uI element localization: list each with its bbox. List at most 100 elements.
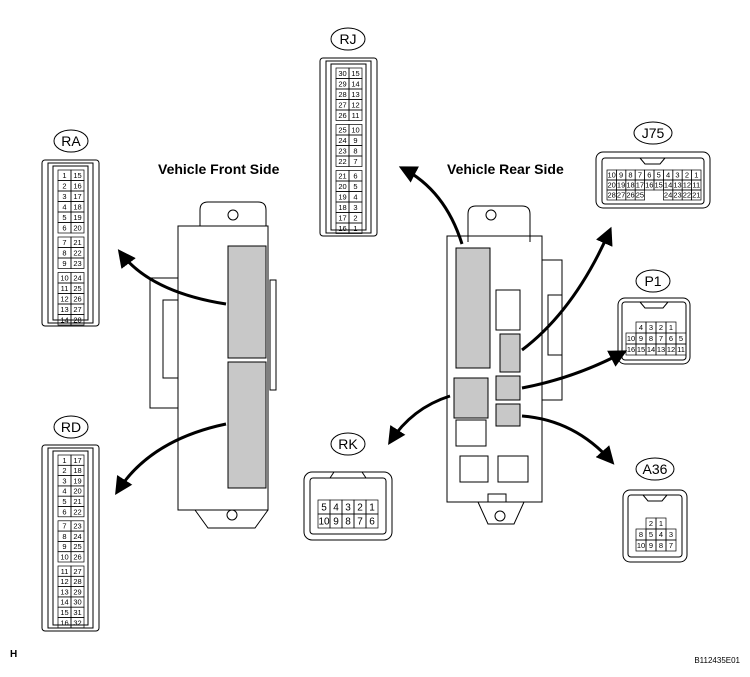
pin-number: 28: [608, 191, 616, 200]
pin-number: 18: [626, 181, 634, 190]
pin-number: 12: [60, 577, 68, 586]
pin-number: 14: [60, 315, 68, 324]
pin-number: 18: [73, 466, 81, 475]
pin-number: 4: [666, 171, 670, 180]
pin-number: 24: [73, 532, 81, 541]
pin-number: 7: [357, 517, 363, 528]
pin-number: 8: [345, 517, 351, 528]
pin-number: 10: [627, 334, 635, 343]
pin-number: 20: [338, 182, 346, 191]
pin-number: 8: [649, 334, 653, 343]
pin-number: 11: [61, 284, 69, 293]
pin-number: 12: [60, 294, 68, 303]
pin-number: 20: [608, 181, 616, 190]
pointer-arrows: [115, 166, 628, 496]
pin-number: 6: [369, 517, 375, 528]
pin-number: 29: [338, 79, 346, 88]
pin-number: 18: [338, 203, 346, 212]
pin-number: 4: [62, 487, 66, 496]
pin-number: 15: [60, 608, 68, 617]
pin-number: 27: [338, 100, 346, 109]
pin-number: 28: [73, 315, 81, 324]
pin-number: 10: [637, 541, 645, 550]
pin-cell: [348, 155, 363, 167]
pin-number: 26: [73, 552, 81, 561]
pin-number: 25: [636, 191, 644, 200]
label-J75: J75: [642, 125, 665, 141]
pin-number: 22: [73, 507, 81, 516]
pin-number: 14: [351, 79, 359, 88]
pin-number: 1: [353, 224, 357, 233]
pin-number: 19: [617, 181, 625, 190]
pin-number: 8: [62, 532, 66, 541]
connector-P1: [617, 297, 691, 365]
connector-RK: [303, 471, 393, 541]
connector-RA: [41, 159, 100, 327]
rear-junction-block: [446, 205, 563, 525]
pin-cell: [665, 539, 677, 552]
pin-number: 8: [639, 530, 643, 539]
pin-number: 21: [338, 171, 346, 180]
pin-number: 23: [673, 191, 681, 200]
pin-number: 11: [352, 111, 360, 120]
arrow-to-P1: [521, 350, 628, 390]
pin-number: 10: [351, 125, 359, 134]
pin-cell: [348, 109, 363, 121]
pin-cell: [634, 189, 645, 201]
pin-number: 28: [338, 90, 346, 99]
pin-number: 14: [60, 598, 68, 607]
pin-number: 2: [353, 213, 357, 222]
pin-number: 11: [692, 181, 700, 190]
figure-code: B112435E01: [694, 656, 740, 665]
pin-number: 6: [353, 171, 357, 180]
pin-number: 5: [62, 213, 66, 222]
pin-number: 26: [338, 111, 346, 120]
pin-number: 10: [318, 517, 330, 528]
pin-number: 25: [73, 542, 81, 551]
front-side-heading: Vehicle Front Side: [158, 161, 280, 177]
pin-cell: [70, 506, 85, 518]
pin-number: 3: [62, 192, 66, 201]
pin-number: 4: [639, 323, 643, 332]
pin-number: 20: [73, 487, 81, 496]
pin-number: 16: [627, 345, 635, 354]
pin-number: 6: [62, 507, 66, 516]
pin-number: 29: [73, 587, 81, 596]
pin-number: 11: [61, 567, 69, 576]
pin-number: 21: [73, 497, 81, 506]
pin-number: 30: [73, 598, 81, 607]
pin-number: 16: [338, 224, 346, 233]
pin-number: 15: [637, 345, 645, 354]
pin-number: 23: [73, 259, 81, 268]
arrow-to-RA: [117, 249, 227, 306]
pin-number: 2: [649, 519, 653, 528]
pin-number: 24: [338, 136, 346, 145]
pin-number: 27: [73, 567, 81, 576]
pin-number: 26: [73, 294, 81, 303]
pin-number: 9: [619, 171, 623, 180]
pin-number: 15: [351, 69, 359, 78]
pin-number: 5: [679, 334, 683, 343]
pin-number: 13: [60, 587, 68, 596]
pin-number: 7: [659, 334, 663, 343]
pin-number: 12: [351, 100, 359, 109]
pin-number: 22: [683, 191, 691, 200]
pin-number: 19: [73, 476, 81, 485]
pin-number: 9: [649, 541, 653, 550]
label-P1: P1: [644, 273, 661, 289]
pin-number: 6: [669, 334, 673, 343]
pin-number: 4: [659, 530, 663, 539]
label-RA: RA: [61, 133, 81, 149]
pin-number: 23: [73, 522, 81, 531]
arrow-to-RJ: [398, 166, 464, 245]
pin-cell: [70, 617, 85, 629]
pin-number: 11: [677, 345, 685, 354]
pin-number: 9: [62, 542, 66, 551]
pin-number: 4: [353, 192, 357, 201]
pin-number: 7: [669, 541, 673, 550]
pin-number: 15: [73, 171, 81, 180]
